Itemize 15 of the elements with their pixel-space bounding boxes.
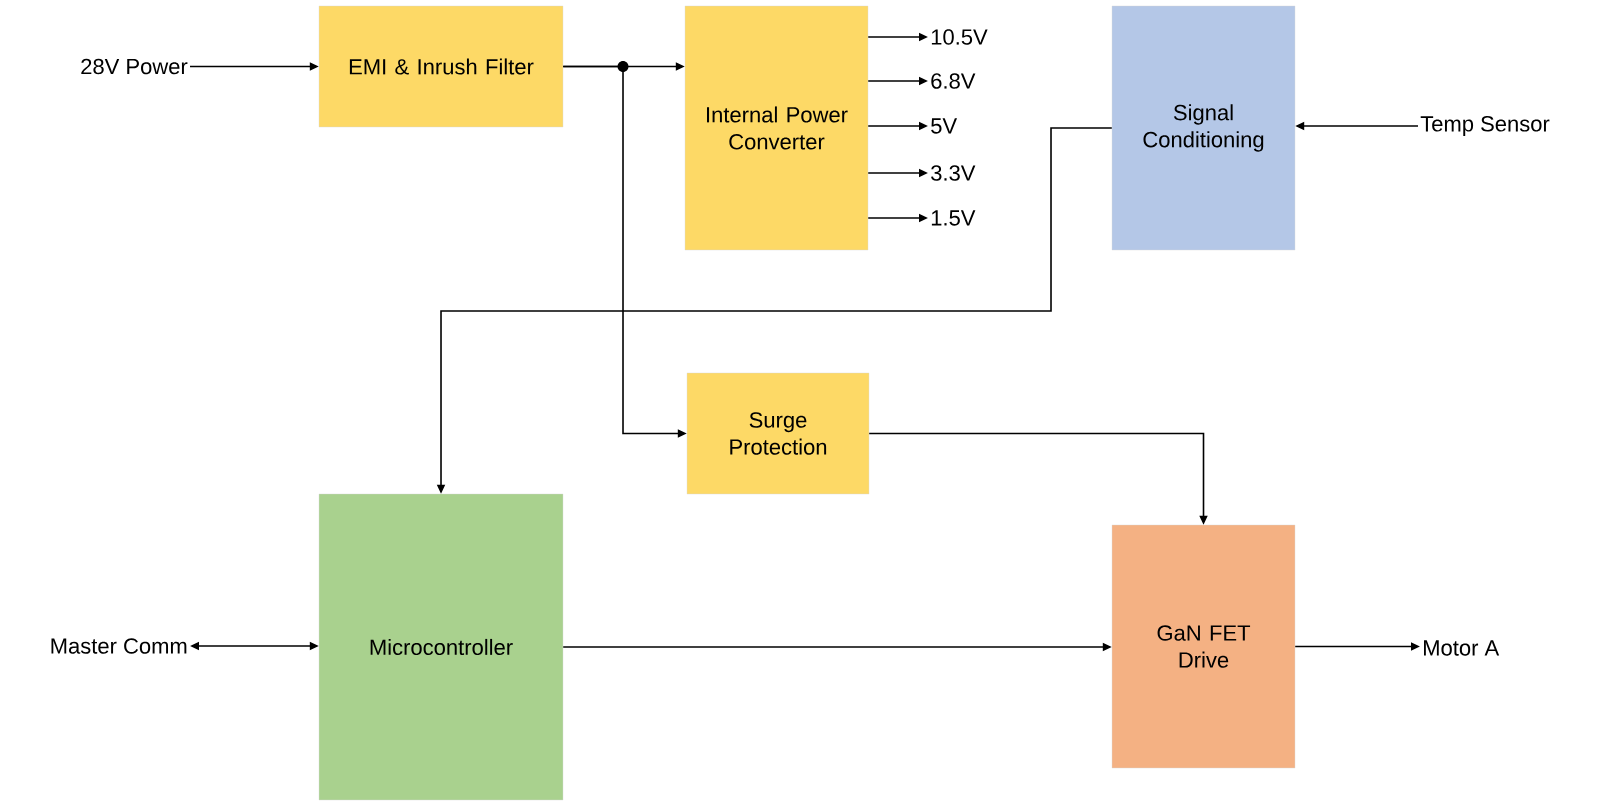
signal-label: 10.5V (931, 29, 988, 45)
signal-label: Master Comm (51, 638, 187, 654)
block-box: Surge Protection (686, 372, 870, 495)
signal-label: Temp Sensor (1420, 116, 1550, 136)
signal-label: Motor A (1424, 640, 1500, 656)
block-box: GaN FET Drive (1111, 524, 1296, 769)
signal-label: 5V (931, 118, 958, 134)
block-box: Signal Conditioning (1111, 5, 1296, 251)
signal-label: 1.5V (931, 210, 976, 226)
block-box: Microcontroller (318, 493, 564, 801)
signal-label: 3.3V (931, 165, 976, 181)
signal-label: 6.8V (931, 73, 976, 89)
signal-label: 28V Power (81, 58, 188, 75)
block-box: EMI & Inrush Filter (318, 5, 564, 128)
block-box: Internal Power Converter (684, 5, 869, 251)
